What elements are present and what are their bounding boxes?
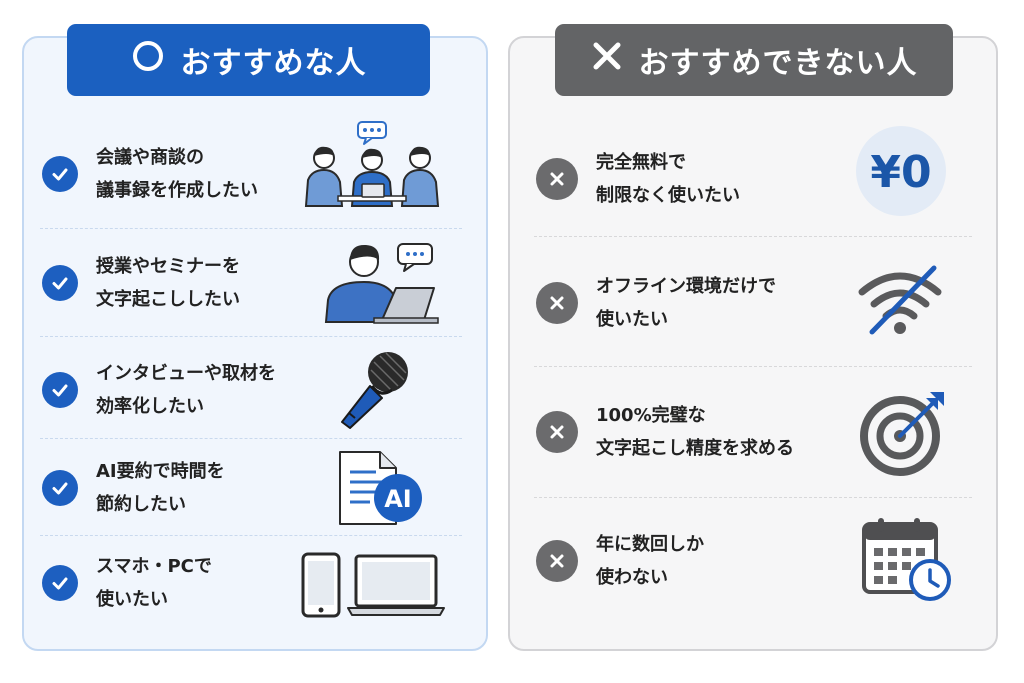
divider (534, 497, 972, 498)
item-text-line1: 100%完璧な (596, 405, 706, 426)
item-text-line2: 使いたい (596, 309, 668, 330)
x-icon (536, 158, 578, 200)
list-item: 会議や商談の議事録を作成したい (42, 141, 258, 207)
item-text-line1: AI要約で時間を (96, 461, 225, 482)
item-text-line2: 効率化したい (96, 396, 204, 417)
check-icon (42, 265, 78, 301)
item-text-line2: 節約したい (96, 494, 186, 515)
list-item: スマホ・PCで使いたい (42, 550, 212, 616)
item-text-line1: 年に数回しか (596, 534, 704, 555)
devices-icon (301, 552, 445, 618)
list-item: オフライン環境だけで使いたい (536, 270, 776, 336)
item-text-line1: インタビューや取材を (96, 363, 276, 384)
item-text-line2: 議事録を作成したい (96, 180, 258, 201)
circle-icon (131, 39, 165, 81)
meeting-people-icon (304, 121, 440, 207)
item-text-line1: 会議や商談の (96, 147, 204, 168)
list-item: 100%完璧な文字起こし精度を求める (536, 399, 794, 465)
microphone-icon (341, 352, 408, 429)
item-text-line2: 文字起こし精度を求める (596, 438, 794, 459)
divider (40, 228, 462, 229)
item-text-line2: 使いたい (96, 589, 168, 610)
check-icon (42, 372, 78, 408)
item-text-line1: 完全無料で (596, 152, 686, 173)
list-item: インタビューや取材を効率化したい (42, 357, 276, 423)
yen-zero-label: ¥0 (870, 147, 931, 198)
item-text-line2: 文字起こししたい (96, 289, 240, 310)
item-text-line1: オフライン環境だけで (596, 276, 776, 297)
check-icon (42, 470, 78, 506)
item-text-line1: スマホ・PCで (96, 556, 212, 577)
cross-icon (591, 40, 623, 80)
divider (40, 336, 462, 337)
not-recommended-title: おすすめできない人 (638, 46, 918, 81)
recommended-panel (22, 36, 488, 651)
check-icon (42, 156, 78, 192)
list-item: AI要約で時間を節約したい (42, 455, 225, 521)
divider (40, 438, 462, 439)
item-text-line2: 使わない (596, 567, 668, 588)
divider (534, 366, 972, 367)
yen-zero-icon: ¥0 (856, 126, 946, 216)
check-icon (42, 565, 78, 601)
x-icon (536, 282, 578, 324)
item-text-line2: 制限なく使いたい (596, 185, 740, 206)
x-icon (536, 411, 578, 453)
ai-badge-label: AI (384, 485, 412, 513)
no-wifi-icon (858, 265, 942, 335)
person-laptop-icon (324, 243, 439, 324)
list-item: 授業やセミナーを文字起こししたい (42, 250, 240, 316)
x-icon (536, 540, 578, 582)
list-item: 年に数回しか使わない (536, 528, 704, 594)
item-text-line1: 授業やセミナーを (96, 256, 240, 277)
ai-document-icon: AI (339, 451, 422, 525)
recommended-header: おすすめな人 (67, 24, 430, 96)
not-recommended-header: おすすめできない人 (555, 24, 953, 96)
list-item: 完全無料で制限なく使いたい (536, 146, 740, 212)
divider (40, 535, 462, 536)
divider (534, 236, 972, 237)
target-icon (860, 392, 944, 476)
calendar-clock-icon (862, 518, 951, 601)
recommended-title: おすすめな人 (180, 46, 367, 81)
